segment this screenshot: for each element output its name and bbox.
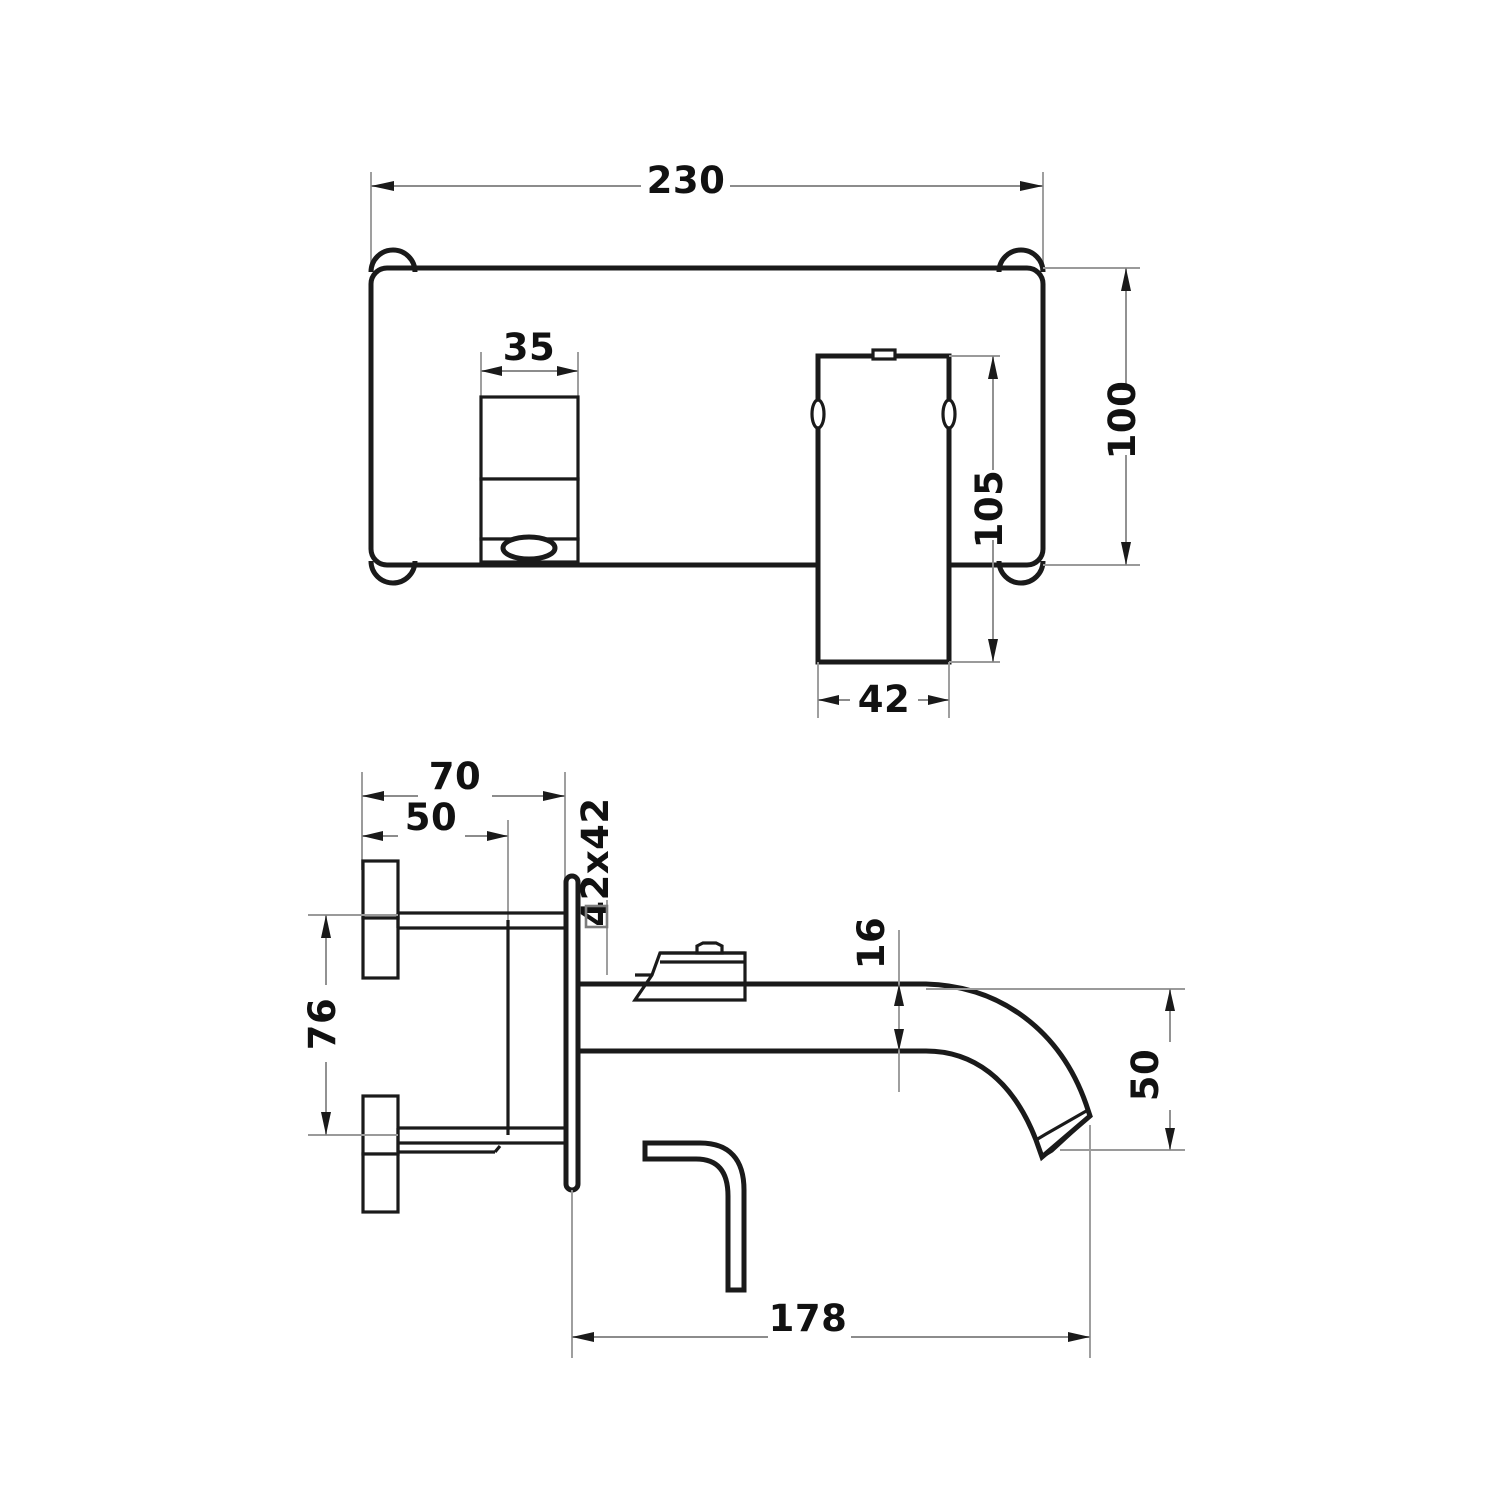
- dimension-projection: 178: [572, 1297, 1090, 1342]
- dim-label-spout-thickness: 16: [850, 917, 893, 970]
- dimension-body-depth-total: 70: [362, 755, 565, 801]
- dim-label-plate-height: 100: [1101, 381, 1144, 460]
- dimension-body-height: 76: [301, 915, 344, 1135]
- dimension-spout-height: 105: [968, 356, 1011, 662]
- spout-arm-side: [578, 981, 1093, 1162]
- square-section-symbol-icon: [584, 904, 609, 929]
- spout-front: [810, 348, 957, 665]
- dim-ext-lines-plate-width: [370, 172, 1044, 272]
- dimension-stem-section: 42x42: [574, 797, 617, 975]
- dim-ext-lines-projection: [571, 1125, 1091, 1358]
- dimension-spout-drop: 50: [1124, 989, 1175, 1150]
- dim-label-spout-height: 105: [968, 470, 1011, 549]
- dim-label-plate-width: 230: [647, 159, 726, 202]
- dimension-plate-width: 230: [371, 159, 1043, 202]
- dim-label-body-depth-total: 70: [429, 755, 482, 798]
- dim-ext-lines-body-height: [308, 914, 398, 1136]
- side-elevation-view: 70 50: [301, 755, 1185, 1358]
- front-elevation-view: 230 35: [368, 159, 1144, 721]
- lever-arm-side: [642, 1140, 747, 1293]
- plate-corner-arcs: [368, 247, 1046, 586]
- dim-ext-lines-plate-height: [1043, 267, 1140, 566]
- dim-ext-lines-spout-height: [949, 355, 1000, 663]
- dim-ext-lines-spout-width: [817, 662, 950, 718]
- dim-label-spout-width: 42: [858, 678, 911, 721]
- dim-label-handle-width: 35: [503, 326, 556, 369]
- dim-label-body-depth-inner: 50: [405, 796, 458, 839]
- dimension-body-depth-inner: 50: [362, 796, 508, 841]
- handle-front: [479, 395, 580, 564]
- dim-label-body-height: 76: [301, 998, 344, 1051]
- handle-hub-side: [631, 941, 747, 1002]
- dimension-plate-height: 100: [1101, 268, 1144, 565]
- dim-label-projection: 178: [769, 1297, 848, 1340]
- dimension-handle-width: 35: [481, 326, 578, 376]
- dimension-spout-thickness: 16: [850, 917, 904, 1092]
- dim-ext-lines-handle-width: [480, 352, 579, 400]
- dimension-spout-width: 42: [818, 678, 949, 721]
- dim-ext-lines-spout-drop: [926, 988, 1185, 1151]
- dim-label-spout-drop: 50: [1124, 1049, 1167, 1102]
- concealed-valve-body: [361, 859, 565, 1214]
